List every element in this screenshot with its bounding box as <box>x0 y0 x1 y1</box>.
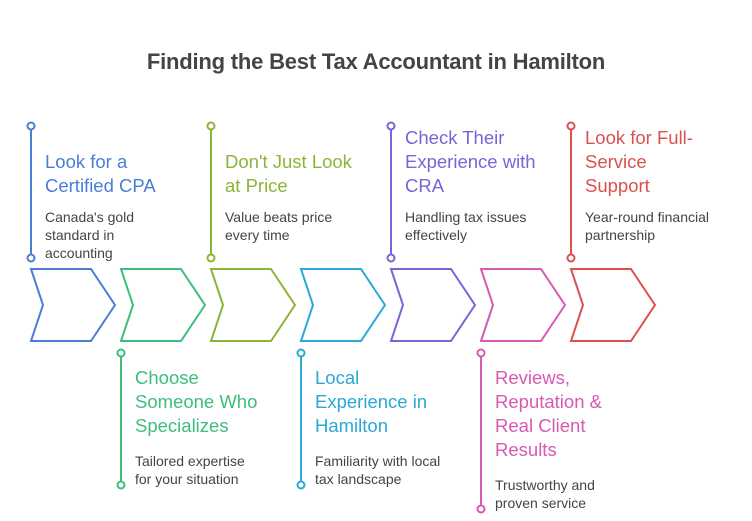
step-7-dot-end <box>566 253 576 263</box>
step-3-dot-start <box>206 121 216 131</box>
step-2-chevron <box>119 268 207 342</box>
step-2-dot-start <box>116 348 126 358</box>
step-1-dot-start <box>26 121 36 131</box>
step-1-dot-end <box>26 253 36 263</box>
step-4-dot-start <box>296 348 306 358</box>
step-5-chevron <box>389 268 477 342</box>
step-7-dot-start <box>566 121 576 131</box>
step-5-dot-start <box>386 121 396 131</box>
step-6-dot-start <box>476 348 486 358</box>
step-4-chevron <box>299 268 387 342</box>
step-7-chevron <box>569 268 657 342</box>
step-3-dot-end <box>206 253 216 263</box>
step-5-dot-end <box>386 253 396 263</box>
step-3-chevron <box>209 268 297 342</box>
step-6-dot-end <box>476 504 486 514</box>
step-6-chevron <box>479 268 567 342</box>
step-4-dot-end <box>296 480 306 490</box>
step-1-chevron <box>29 268 117 342</box>
step-2-dot-end <box>116 480 126 490</box>
diagram-title: Finding the Best Tax Accountant in Hamil… <box>146 49 606 74</box>
